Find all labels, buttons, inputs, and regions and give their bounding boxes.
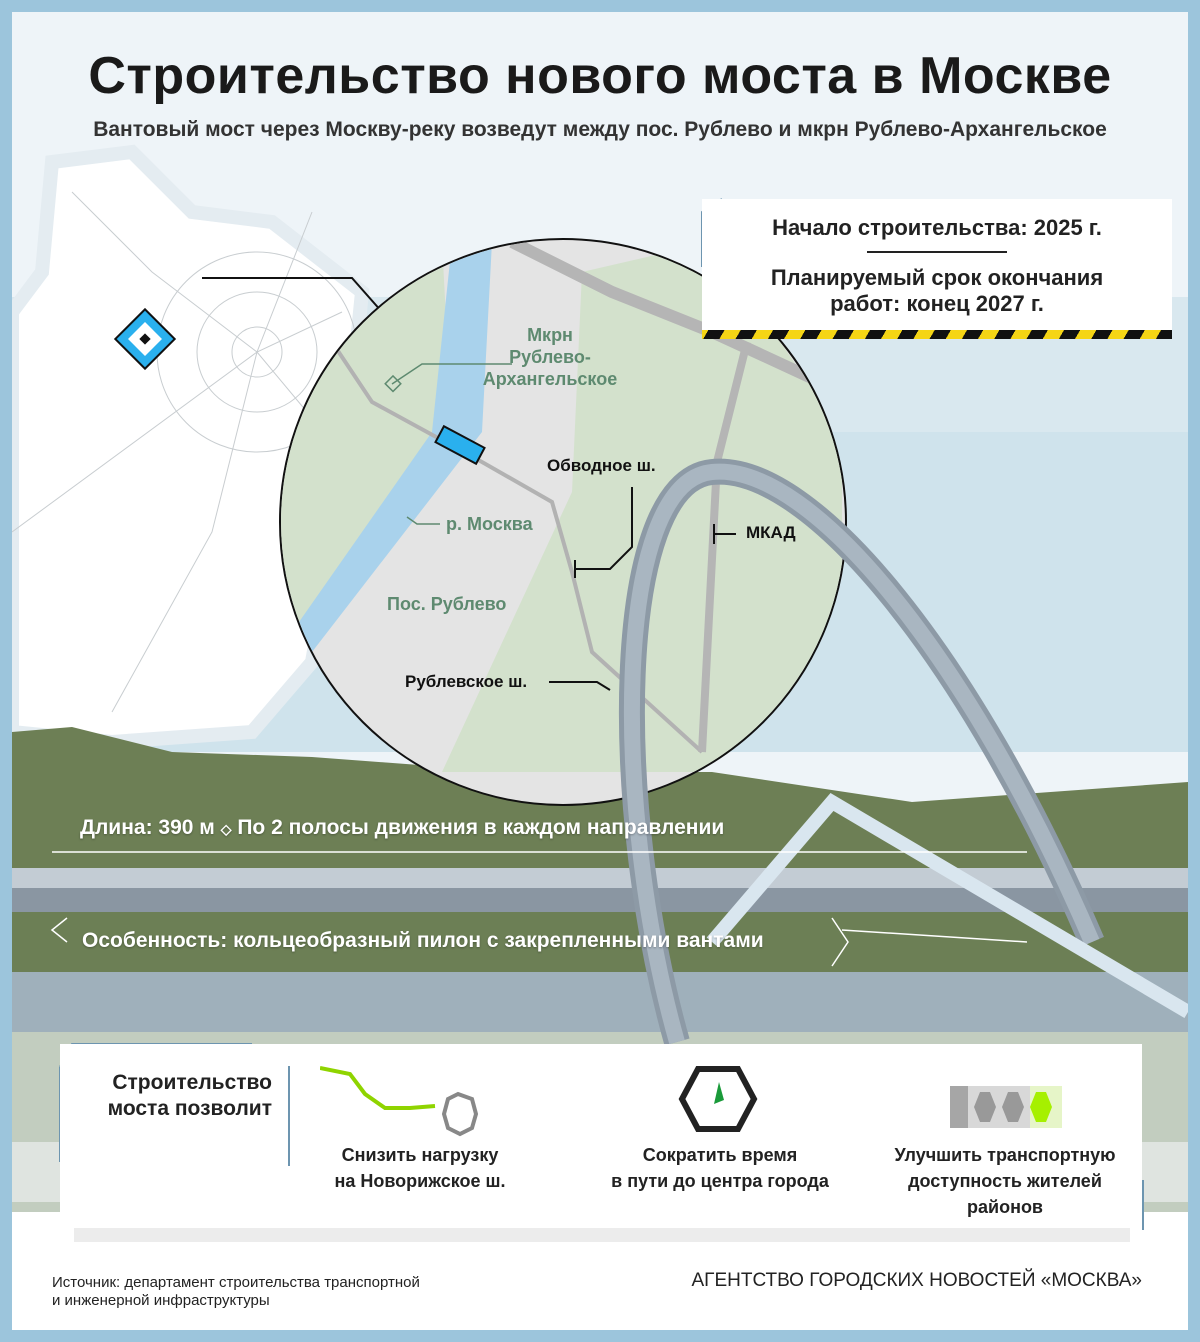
benefits-heading: Строительство моста позволит	[60, 1070, 272, 1122]
district-label-line: Мкрн	[527, 325, 573, 345]
moskva-river	[292, 242, 492, 652]
lanes-value: 2	[271, 816, 283, 839]
infographic: Строительство нового моста в Москве Вант…	[12, 12, 1188, 1330]
benefit-item: Улучшить транспортную доступность жителе…	[860, 1142, 1150, 1220]
benefit-text: на Новорижское ш.	[334, 1171, 506, 1191]
route-icon	[320, 1066, 479, 1137]
district-label-line: Рублево-	[509, 347, 591, 367]
divider	[288, 1066, 290, 1166]
hazard-stripes	[702, 330, 1172, 339]
feature-text: Особенность: кольцеобразный пилон с закр…	[82, 929, 764, 952]
benefits-panel: Строительство моста позволит Снизить наг…	[60, 1044, 1144, 1230]
rublevskoe-road	[330, 340, 704, 754]
dates-box: Начало строительства: 2025 г. Планируемы…	[702, 199, 1172, 339]
bridge-deck	[706, 792, 1188, 1019]
benefits-heading-line: Строительство	[112, 1071, 272, 1094]
source-line: Источник: департамент строительства тран…	[52, 1274, 420, 1291]
end-date-line2: работ: конец 2027 г.	[830, 291, 1044, 316]
benefit-item: Снизить нагрузку на Новорижское ш.	[310, 1142, 530, 1194]
benefit-text: Сократить время	[642, 1145, 798, 1165]
lanes-suffix: полосы движения в каждом направлении	[288, 816, 725, 839]
benefit-text: доступность жителей	[908, 1171, 1102, 1191]
diamond-separator-icon: ◇	[220, 821, 232, 837]
location-marker-icon	[113, 307, 177, 371]
page-title: Строительство нового моста в Москве	[88, 47, 1112, 105]
bridge-location-marker	[434, 424, 486, 466]
specs-line: Длина: 390 м ◇ По 2 полосы движения в ка…	[80, 816, 724, 840]
agency-credit: АГЕНТСТВО ГОРОДСКИХ НОВОСТЕЙ «МОСКВА»	[691, 1270, 1142, 1291]
benefit-text: Улучшить транспортную	[894, 1145, 1116, 1165]
source-line: и инженерной инфраструктуры	[52, 1292, 270, 1309]
rublevskoe-label: Рублевское ш.	[405, 672, 528, 691]
length-value: 390 м	[158, 816, 215, 839]
benefit-text: Снизить нагрузку	[341, 1145, 499, 1165]
river	[12, 972, 1188, 1032]
traffic-icon	[950, 1086, 1062, 1128]
mkad-label: МКАД	[746, 523, 796, 542]
settlement-label: Пос. Рублево	[387, 594, 507, 614]
source-note: Источник: департамент строительства тран…	[52, 1274, 420, 1310]
page-subtitle: Вантовый мост через Москву-реку возведут…	[93, 118, 1107, 141]
length-label: Длина:	[80, 816, 153, 839]
district-label-line: Архангельское	[482, 369, 618, 389]
moscow-map	[12, 144, 370, 750]
benefit-text: в пути до центра города	[611, 1171, 829, 1191]
benefit-text: районов	[967, 1197, 1043, 1217]
district-label: Мкрн Рублево- Архангельское	[480, 324, 620, 390]
benefits-heading-line: моста позволит	[107, 1097, 272, 1120]
start-date: Начало строительства: 2025 г.	[772, 215, 1102, 240]
clock-icon	[678, 1066, 758, 1132]
end-date-line1: Планируемый срок окончания	[770, 265, 1104, 290]
lanes-prefix: По	[237, 816, 266, 839]
benefit-item: Сократить время в пути до центра города	[580, 1142, 860, 1194]
obvodnoe-label: Обводное ш.	[547, 456, 656, 475]
river-label: р. Москва	[446, 514, 533, 534]
divider	[867, 251, 1007, 253]
